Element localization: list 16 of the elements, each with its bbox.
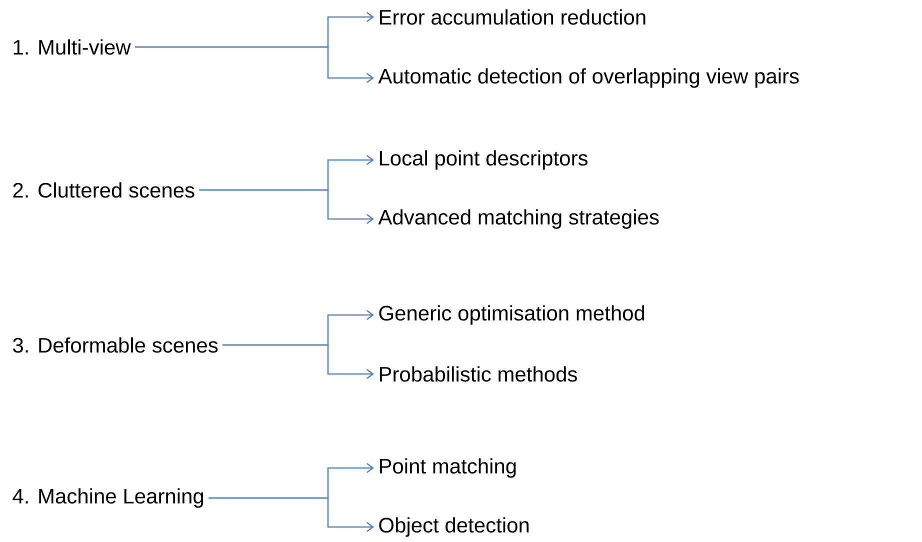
item-label: Point matching	[380, 458, 516, 478]
topic-label: 4. Machine Learning	[12, 488, 204, 508]
arrow	[208, 497, 374, 532]
arrow	[199, 189, 374, 224]
topic-label: 1. Multi-view	[14, 39, 131, 55]
arrow	[222, 344, 374, 380]
item-label: Probabilistic methods	[380, 366, 577, 382]
item-label: Generic optimisation method	[379, 305, 644, 325]
item-label: Local point descriptors	[380, 150, 588, 170]
topic-label: 3. Deformable scenes	[13, 337, 218, 353]
topic-label: 2. Cluttered scenes	[13, 182, 194, 198]
item-label: Automatic detection of overlapping view pairs	[378, 68, 799, 88]
item-label: Error accumulation reduction	[380, 9, 646, 25]
arrow	[135, 46, 374, 84]
item-label: Object detection	[379, 517, 529, 537]
item-label: Advanced matching strategies	[378, 209, 659, 229]
